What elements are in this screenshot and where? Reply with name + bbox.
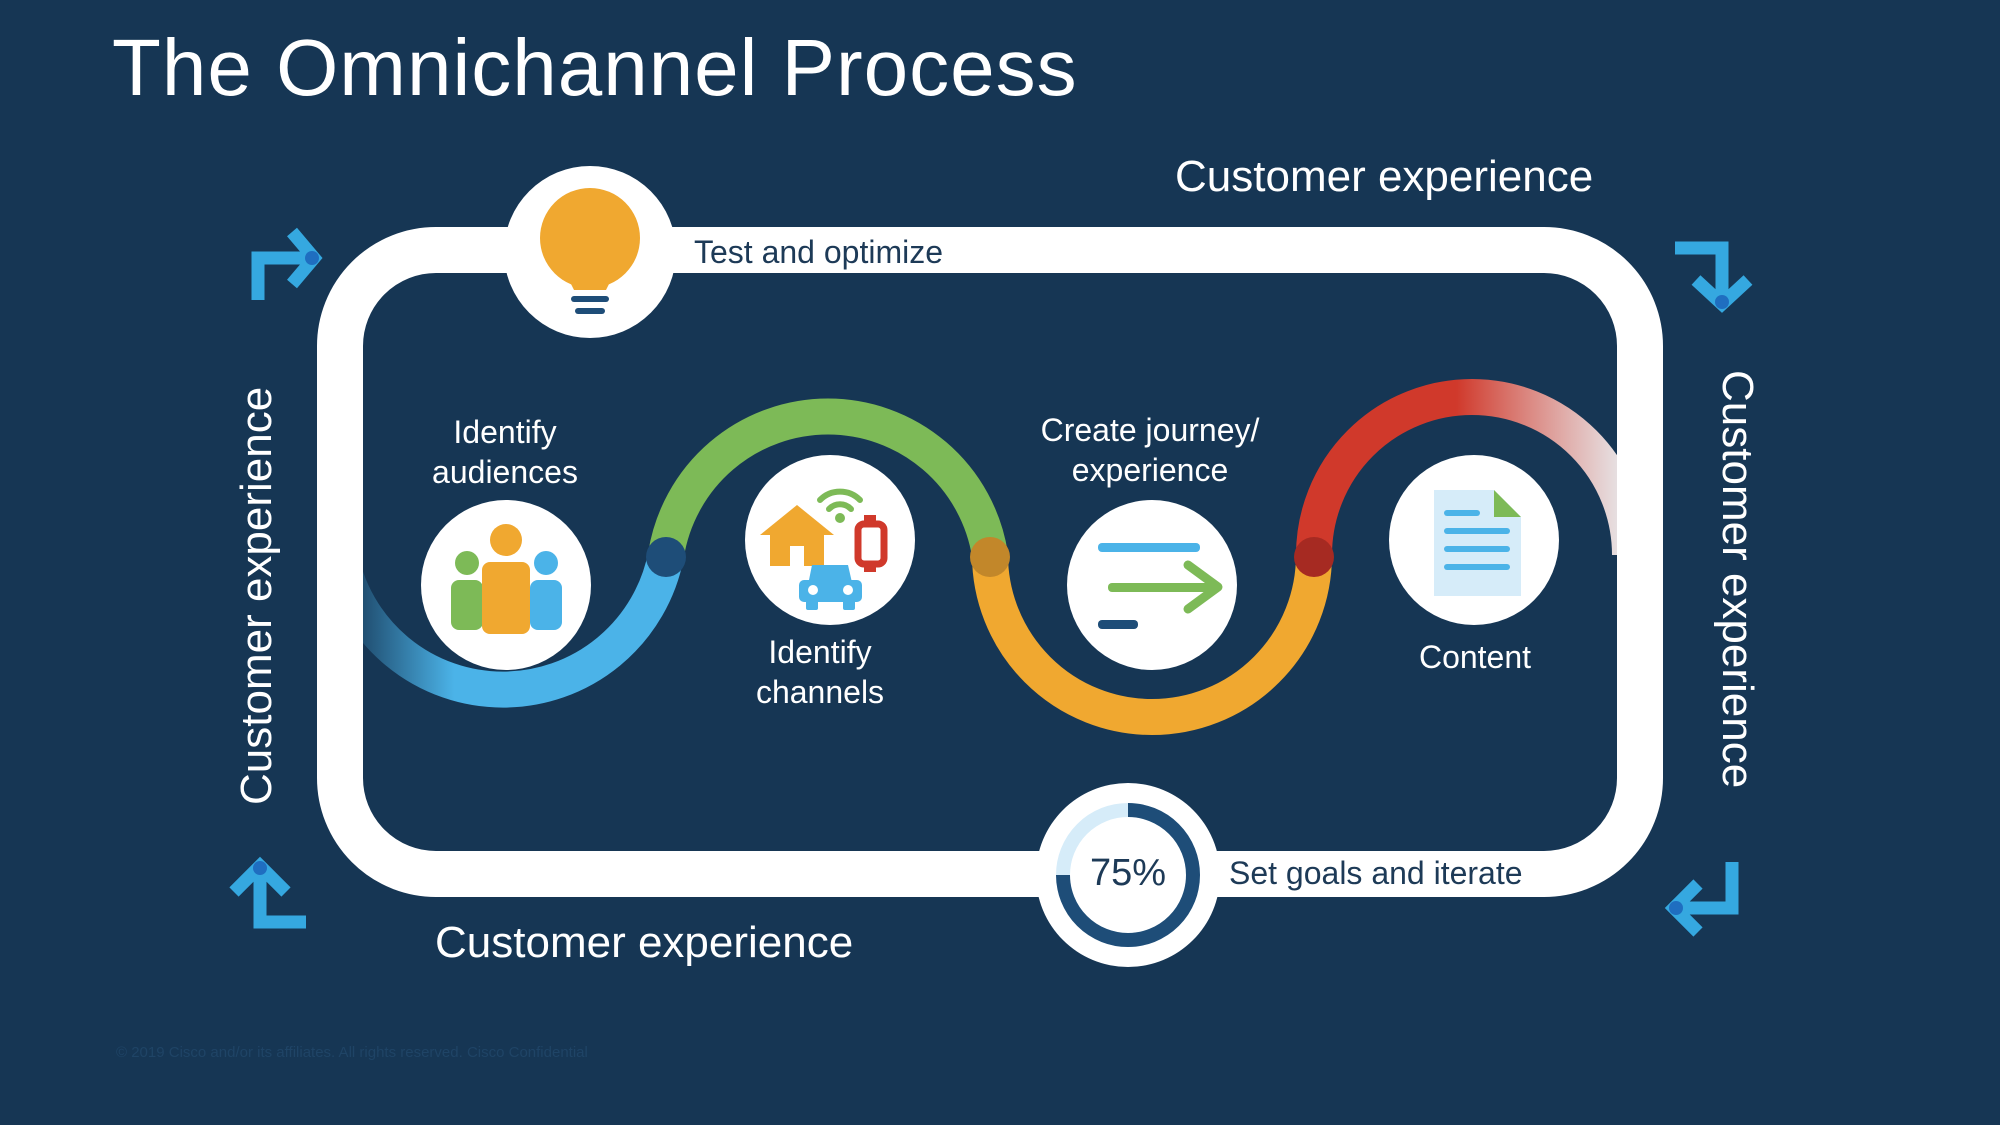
progress-percent: 75% xyxy=(1089,852,1167,894)
set-goals-label: Set goals and iterate xyxy=(1229,855,1523,891)
corner-arrow-bottom-right-icon xyxy=(1664,862,1739,937)
wave-segment-red xyxy=(1296,379,1617,556)
step-circle-channels xyxy=(745,455,915,625)
wave-path xyxy=(363,379,1617,735)
customer-experience-right: Customer experience xyxy=(1713,370,1762,789)
wave-segment-orange xyxy=(972,554,1332,735)
junction-dot-1 xyxy=(646,537,686,577)
wave-segment-green xyxy=(648,398,1008,558)
footer-copyright: © 2019 Cisco and/or its affiliates. All … xyxy=(116,1044,588,1061)
corner-arrow-top-right-icon xyxy=(1675,241,1753,313)
channels-icon xyxy=(760,488,888,610)
step-label-content: Content xyxy=(1418,639,1532,675)
step-label-journey: Create journey/ experience xyxy=(1040,412,1260,488)
lightbulb-icon xyxy=(540,188,640,314)
document-icon xyxy=(1434,490,1521,596)
corner-arrow-top-left-icon xyxy=(251,227,323,300)
customer-experience-left: Customer experience xyxy=(232,386,281,805)
progress-arc xyxy=(1056,803,1200,947)
journey-arrow-icon xyxy=(1098,543,1223,629)
wave-segment-blue xyxy=(363,551,684,708)
customer-experience-top: Customer experience xyxy=(1175,152,1594,201)
junction-dot-2 xyxy=(970,537,1010,577)
test-and-optimize-label: Test and optimize xyxy=(694,234,944,270)
step-label-audiences: Identify audiences xyxy=(432,414,578,490)
corner-arrow-bottom-left-icon xyxy=(229,856,306,929)
people-icon xyxy=(451,524,562,634)
outer-loop xyxy=(317,227,1663,897)
page-title: The Omnichannel Process xyxy=(112,23,1078,112)
junction-dot-3 xyxy=(1294,537,1334,577)
step-label-channels: Identify channels xyxy=(755,634,885,710)
customer-experience-bottom: Customer experience xyxy=(435,918,854,967)
